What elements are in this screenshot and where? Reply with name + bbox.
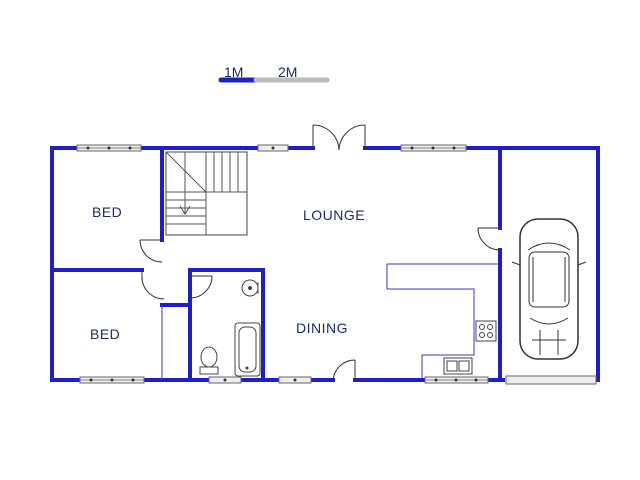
front-double-door	[312, 124, 366, 151]
window-bed-bottom	[79, 376, 145, 384]
bathtub-icon	[234, 322, 261, 377]
garage-door	[505, 375, 597, 385]
bathroom-fixtures	[199, 279, 261, 377]
toilet-icon	[200, 346, 218, 368]
windows	[76, 144, 597, 385]
inner-walls	[50, 146, 502, 382]
doors	[139, 124, 501, 383]
door-dining	[332, 359, 356, 383]
door-garage	[477, 227, 501, 251]
scale-label-2m: 2M	[278, 64, 297, 80]
car-icon	[511, 218, 587, 360]
window-bath	[208, 376, 242, 384]
room-label-lounge: LOUNGE	[303, 207, 365, 223]
scale-bar: 1M 2M	[218, 64, 330, 83]
window-lounge-right	[400, 144, 467, 152]
kitchen-counter	[386, 263, 498, 378]
door-bath	[189, 275, 213, 299]
sink-icon	[443, 357, 473, 375]
window-dining	[278, 376, 312, 384]
window-lounge-left	[257, 144, 289, 152]
scale-label-1m: 1M	[224, 64, 243, 80]
door-bed-top	[139, 239, 163, 263]
window-kitchen	[424, 376, 489, 384]
room-label-dining: DINING	[296, 320, 348, 336]
window-bed-top	[76, 144, 142, 152]
staircase	[165, 151, 248, 236]
stove-icon	[475, 320, 497, 342]
room-label-bed-top: BED	[92, 204, 122, 220]
door-bed-bottom	[141, 270, 165, 300]
room-label-bed-bottom: BED	[90, 326, 120, 342]
